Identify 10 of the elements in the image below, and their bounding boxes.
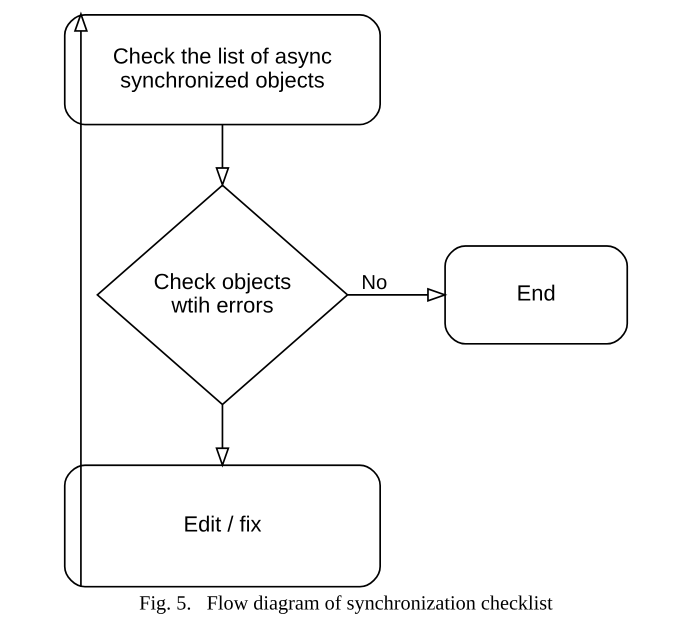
edge-label: No <box>361 272 388 294</box>
arrow <box>74 12 88 587</box>
node-box: End <box>444 245 628 345</box>
arrow <box>215 124 230 188</box>
arrow <box>348 288 448 302</box>
node-box: Check the list of async synchronized objects <box>64 14 381 126</box>
node-box: Edit / fix <box>64 464 381 588</box>
arrow <box>215 405 230 468</box>
node-diamond: Check objects wtih errors <box>96 184 349 406</box>
caption: Fig. 5. Flow diagram of synchronization checklist <box>139 592 553 615</box>
